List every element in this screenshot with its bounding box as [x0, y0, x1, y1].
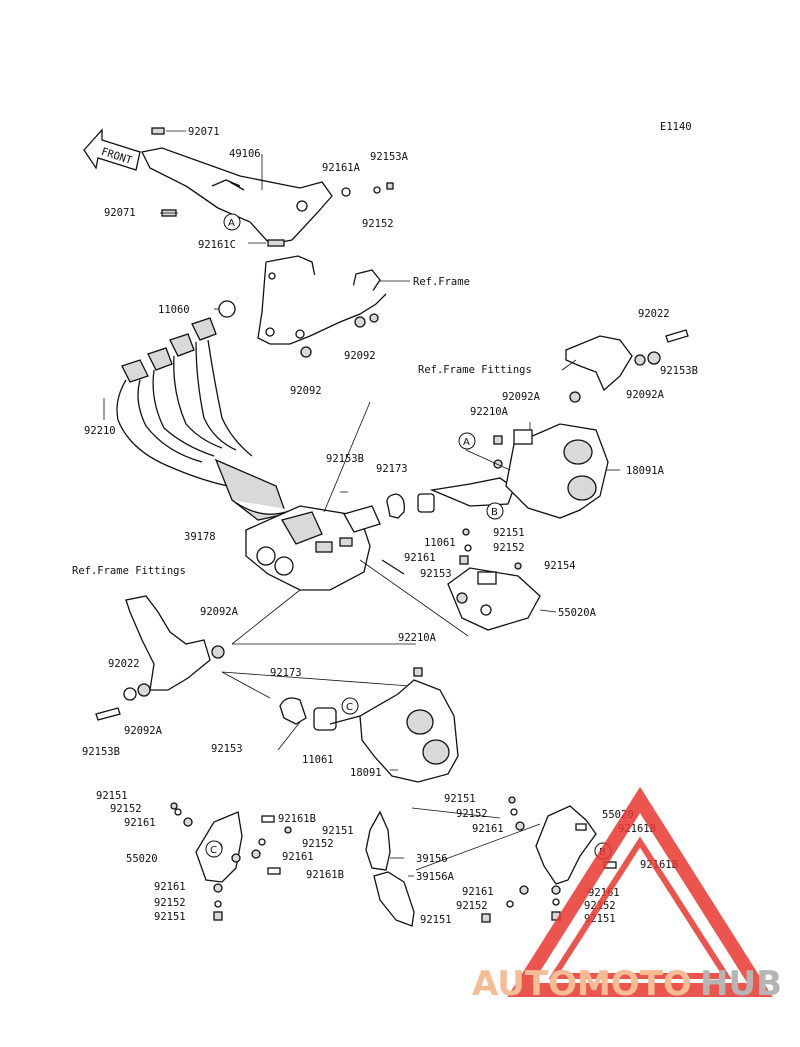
label-92092-right: 92092: [344, 350, 376, 362]
label-bl-92152b: 92152: [302, 838, 334, 850]
label-92022-left: 92022: [108, 658, 140, 670]
label-bl-92152d: 92152: [154, 897, 186, 909]
label-92153-low: 92153: [211, 743, 243, 755]
label-18091: 18091: [350, 767, 382, 779]
label-92173-low: 92173: [270, 667, 302, 679]
label-br-39156: 39156: [416, 853, 448, 865]
label-92161a-top: 92161A: [322, 162, 361, 174]
label-bl-92161d: 92161: [154, 881, 186, 893]
label-92153b-left: 92153B: [82, 746, 120, 758]
callout-b-1: B: [486, 502, 504, 520]
label-92153b-right: 92153B: [660, 365, 698, 377]
label-11061-top: 11061: [424, 537, 456, 549]
label-18091a: 18091A: [626, 465, 665, 477]
label-bl-92151: 92151: [96, 790, 128, 802]
label-11060: 11060: [158, 304, 190, 316]
label-bl-55020: 55020: [126, 853, 158, 865]
svg-text:A: A: [228, 218, 235, 229]
ring-11061-top: [417, 493, 435, 513]
bracket-55020a: [447, 567, 541, 631]
label-92154: 92154: [544, 560, 576, 572]
label-92022-right: 92022: [638, 308, 670, 320]
watermark-hub: HUB: [700, 964, 782, 1004]
label-92153-mid: 92153: [420, 568, 452, 580]
svg-text:A: A: [463, 437, 470, 448]
ring-11061-low: [313, 707, 337, 731]
label-bl-92161c: 92161: [282, 851, 314, 863]
label-92210a-low: 92210A: [398, 632, 437, 644]
label-92151-mid: 92151: [493, 527, 525, 539]
frame-fitting-left: [125, 595, 211, 691]
label-92071-a: 92071: [188, 126, 220, 138]
label-ref-frame: Ref.Frame: [413, 276, 470, 288]
label-92092a-left2: 92092A: [124, 725, 163, 737]
diagram-code: E1140: [660, 121, 692, 133]
label-92092a-left1: 92092A: [200, 606, 239, 618]
watermark-logo: AUTOMOTO HUB: [472, 786, 782, 1004]
callout-a-1: A: [223, 213, 241, 231]
label-br-92161: 92161: [472, 823, 504, 835]
label-92092a-right1: 92092A: [502, 391, 541, 403]
clamp-92173-top: [386, 493, 405, 519]
label-92210a-top: 92210A: [470, 406, 509, 418]
label-92152-top: 92152: [362, 218, 394, 230]
label-92092a-right2: 92092A: [626, 389, 665, 401]
svg-text:B: B: [491, 507, 498, 518]
heat-guard-39156: [365, 810, 391, 871]
label-bl-92161: 92161: [124, 817, 156, 829]
label-92152-mid: 92152: [493, 542, 525, 554]
label-bl-92151b: 92151: [322, 825, 354, 837]
label-92161-mid: 92161: [404, 552, 436, 564]
label-92173-top: 92173: [376, 463, 408, 475]
label-39178: 39178: [184, 531, 216, 543]
frame-bracket: [257, 255, 387, 358]
header-pipes: [116, 317, 293, 521]
label-bl-92161b: 92161B: [278, 813, 316, 825]
muffler-18091: [329, 679, 459, 783]
label-55020a: 55020A: [558, 607, 597, 619]
label-ref-frame-fittings-left: Ref.Frame Fittings: [72, 565, 186, 577]
label-bl-92152: 92152: [110, 803, 142, 815]
label-92153a: 92153A: [370, 151, 409, 163]
label-49106: 49106: [229, 148, 261, 160]
label-br-92151: 92151: [444, 793, 476, 805]
callout-c-1: C: [341, 697, 359, 715]
svg-text:C: C: [210, 845, 217, 856]
label-br-92152: 92152: [456, 808, 488, 820]
label-br-92152c: 92152: [456, 900, 488, 912]
gasket-11060: [218, 300, 236, 318]
label-92161c: 92161C: [198, 239, 236, 251]
heat-guard-39156a: [373, 871, 415, 927]
label-br-92161c: 92161: [462, 886, 494, 898]
callout-a-2: A: [458, 432, 476, 450]
label-92071-b: 92071: [104, 207, 136, 219]
label-br-39156a: 39156A: [416, 871, 455, 883]
svg-text:C: C: [346, 702, 353, 713]
muffler-18091a: [429, 423, 609, 519]
part-labels: 92071 49106 92161A 92153A 92071 92152 92…: [72, 126, 698, 926]
clamp-92173-low: [279, 697, 307, 725]
label-br-92151c: 92151: [420, 914, 452, 926]
front-arrow-icon: FRONT: [83, 128, 141, 171]
watermark-auto: AUTOMOTO: [472, 964, 692, 1004]
callout-c-2: C: [205, 840, 223, 858]
label-92153b-mid: 92153B: [326, 453, 364, 465]
label-bl-92161b2: 92161B: [306, 869, 344, 881]
silencer-39178: [245, 505, 371, 591]
frame-fitting-right: [565, 335, 633, 392]
label-bl-92151d: 92151: [154, 911, 186, 923]
label-92092-left: 92092: [290, 385, 322, 397]
label-ref-frame-fittings-right: Ref.Frame Fittings: [418, 364, 532, 376]
label-92210: 92210: [84, 425, 116, 437]
label-11061-low: 11061: [302, 754, 334, 766]
